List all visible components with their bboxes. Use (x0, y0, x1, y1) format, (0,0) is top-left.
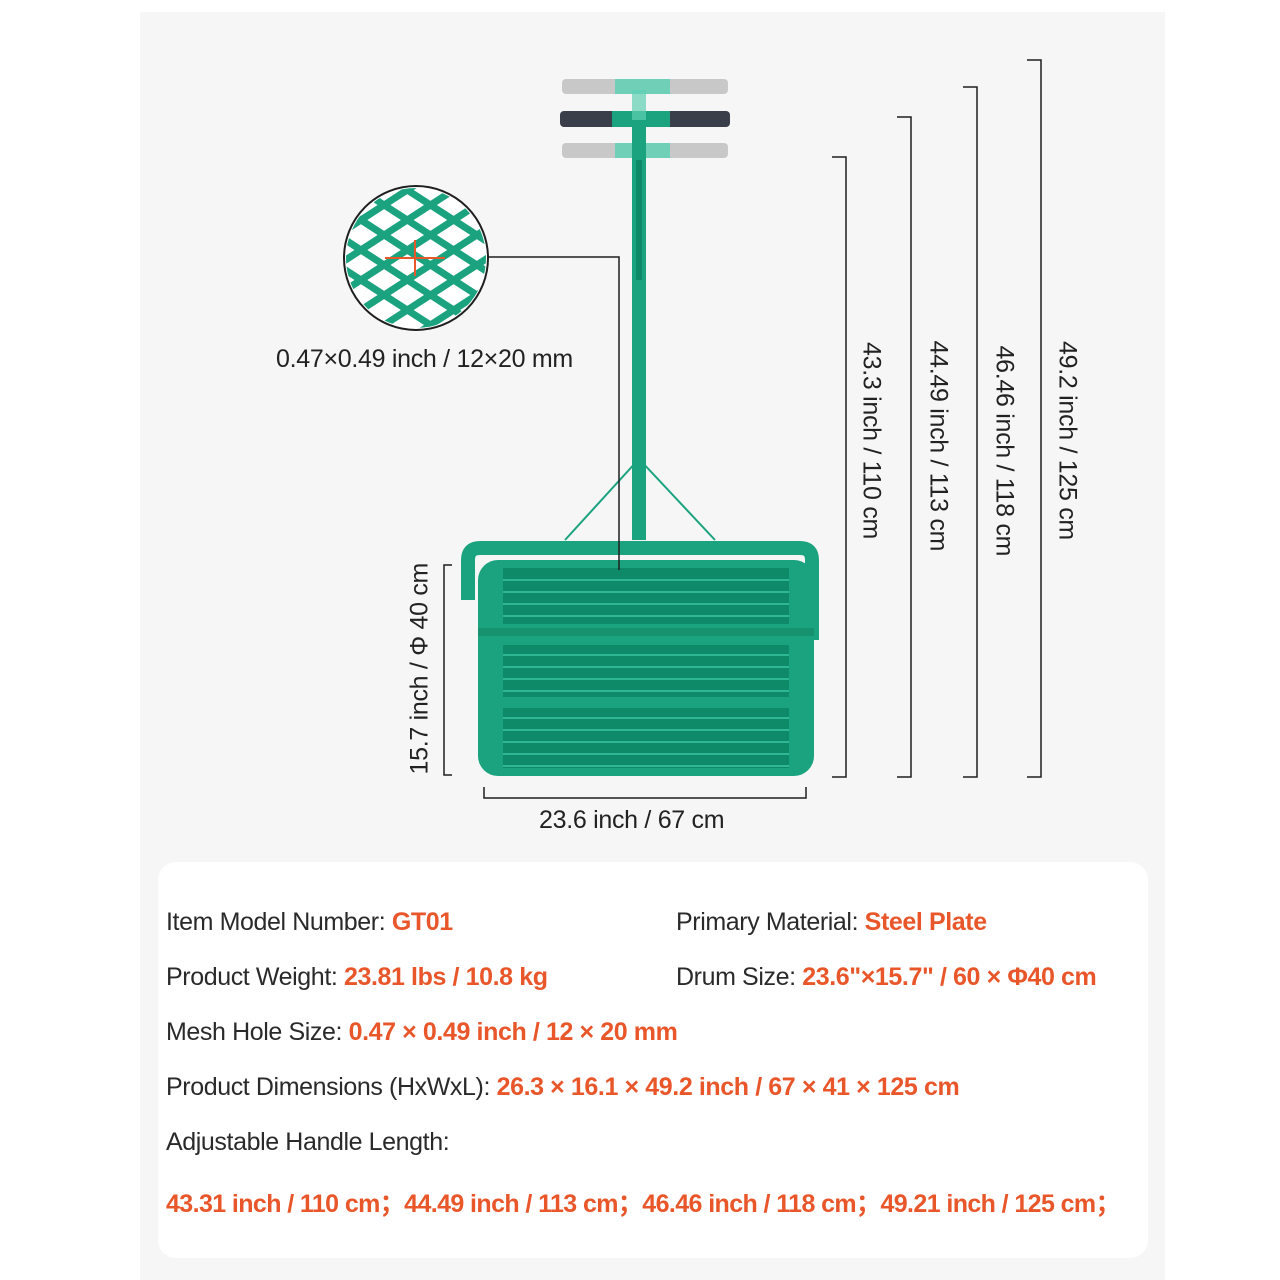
handle-height-label-4: 49.2 inch / 125 cm (1053, 341, 1082, 540)
roller-frame (461, 541, 819, 640)
handle-shaft (632, 120, 646, 540)
lawn-roller-diagram (343, 59, 1042, 799)
spec-material: Primary Material: Steel Plate (676, 908, 987, 937)
spec-drum: Drum Size: 23.6"×15.7" / 60 × Φ40 cm (676, 963, 1097, 992)
spec-dimensions: Product Dimensions (HxWxL): 26.3 × 16.1 … (166, 1073, 960, 1102)
spec-model-label: Item Model Number: (166, 908, 392, 936)
spec-mesh: Mesh Hole Size: 0.47 × 0.49 inch / 12 × … (166, 1018, 678, 1047)
spec-dimensions-value: 26.3 × 16.1 × 49.2 inch / 67 × 41 × 125 … (496, 1073, 960, 1101)
spec-weight-label: Product Weight: (166, 963, 344, 991)
spec-drum-label: Drum Size: (676, 963, 803, 991)
spec-weight: Product Weight: 23.81 lbs / 10.8 kg (166, 963, 548, 992)
spec-handle-label: Adjustable Handle Length: (166, 1128, 450, 1156)
spec-model-value: GT01 (391, 908, 453, 936)
handle-height-label-2: 44.49 inch / 113 cm (924, 340, 953, 552)
spec-material-label: Primary Material: (676, 908, 865, 936)
spec-mesh-value: 0.47 × 0.49 inch / 12 × 20 mm (348, 1018, 678, 1046)
drum-width-label: 23.6 inch / 67 cm (539, 806, 725, 834)
handle-height-label-3: 46.46 inch / 118 cm (990, 345, 1019, 557)
spec-weight-value: 23.81 lbs / 10.8 kg (343, 963, 548, 991)
spec-model: Item Model Number: GT01 (166, 908, 453, 937)
spec-handle: Adjustable Handle Length: (166, 1128, 450, 1157)
drum (478, 560, 814, 776)
spec-mesh-label: Mesh Hole Size: (166, 1018, 349, 1046)
spec-material-value: Steel Plate (864, 908, 987, 936)
spec-handle-values: 43.31 inch / 110 cm；44.49 inch / 113 cm；… (166, 1190, 1121, 1218)
spec-drum-value: 23.6"×15.7" / 60 × Φ40 cm (802, 963, 1097, 991)
drum-height-label: 15.7 inch / Φ 40 cm (405, 562, 434, 775)
mesh-closeup (343, 185, 489, 331)
spec-dimensions-label: Product Dimensions (HxWxL): (166, 1073, 497, 1101)
mesh-size-label: 0.47×0.49 inch / 12×20 mm (276, 345, 573, 373)
handle-height-label-1: 43.3 inch / 110 cm (857, 341, 886, 540)
spec-card (158, 862, 1148, 1258)
